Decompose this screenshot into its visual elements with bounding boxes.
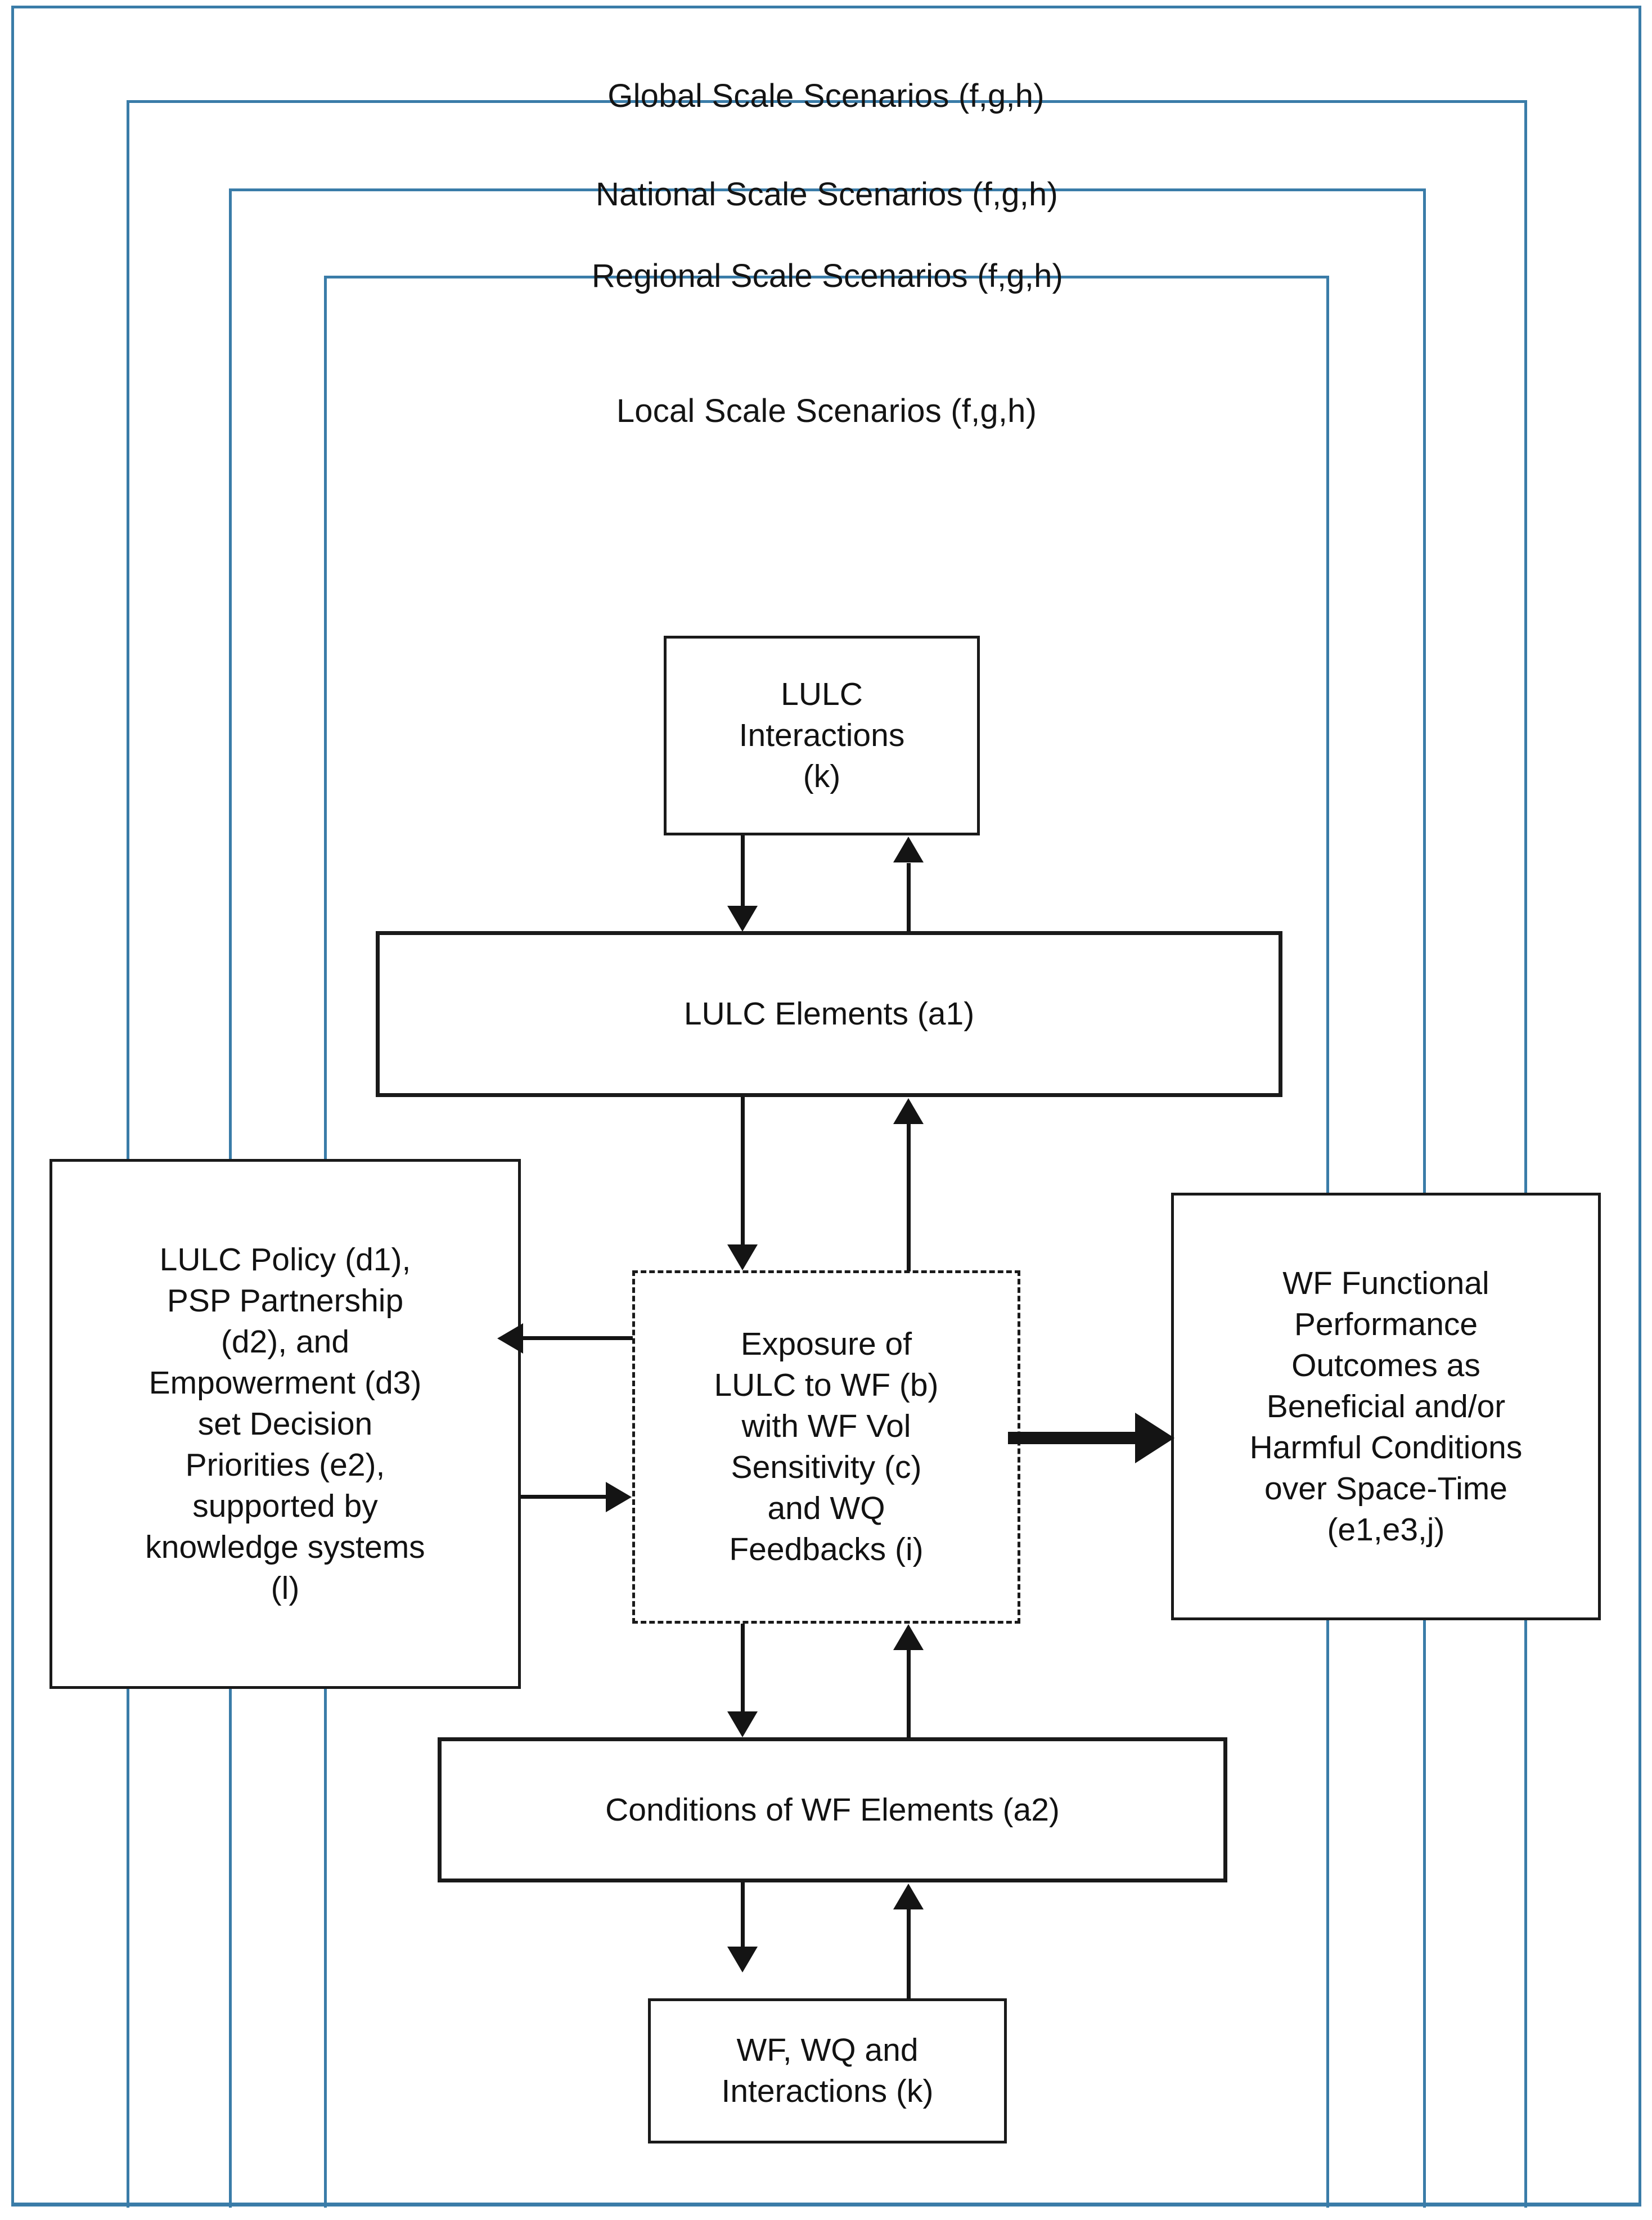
connector-elements-to-interactions-arrowhead	[893, 837, 924, 862]
box-outcomes[interactable]: WF Functional Performance Outcomes as Be…	[1171, 1193, 1601, 1620]
scale-label-regional: Regional Scale Scenarios (f,g,h)	[591, 258, 1064, 294]
policy-line-3: (d2), and	[220, 1323, 350, 1360]
box-lulc-policy[interactable]: LULC Policy (d1), PSP Partnership (d2), …	[49, 1159, 521, 1689]
policy-line-7: supported by	[192, 1488, 378, 1524]
exposure-line-2: LULC to WF (b)	[714, 1367, 939, 1403]
box-lulc-interactions-text: LULC Interactions (k)	[731, 674, 913, 797]
connector-interactions-to-elements-line	[741, 835, 745, 907]
box-wf-interactions-text: WF, WQ and Interactions (k)	[714, 2030, 942, 2112]
scale-label-global: Global Scale Scenarios (f,g,h)	[607, 78, 1045, 114]
box-lulc-elements-text: LULC Elements (a1)	[683, 996, 975, 1032]
connector-policy-to-exposure-arrowhead	[606, 1482, 632, 1512]
connector-conditions-to-wfinter-arrowhead	[727, 1947, 758, 1972]
box-outcomes-text: WF Functional Performance Outcomes as Be…	[1242, 1263, 1531, 1551]
outcomes-line-2: Performance	[1294, 1306, 1478, 1342]
outcomes-line-7: (e1,e3,j)	[1327, 1511, 1445, 1548]
connector-interactions-to-elements-arrowhead	[727, 906, 758, 932]
connector-exposure-to-elements-line	[907, 1124, 911, 1271]
policy-line-8: knowledge systems	[145, 1529, 425, 1565]
box-lulc-elements[interactable]: LULC Elements (a1)	[376, 931, 1282, 1097]
connector-elements-to-interactions-line	[907, 863, 911, 932]
connector-wfinter-to-conditions-line	[907, 1909, 911, 1999]
connector-exposure-to-elements-arrowhead	[893, 1098, 924, 1124]
exposure-line-5: and WQ	[767, 1490, 885, 1526]
wf-interactions-line-1: WF, WQ and	[736, 2032, 919, 2068]
outcomes-line-5: Harmful Conditions	[1249, 1429, 1523, 1466]
connector-conditions-to-exposure-line	[907, 1650, 911, 1738]
connector-conditions-to-wfinter-line	[741, 1882, 745, 1948]
connector-wfinter-to-conditions-arrowhead	[893, 1884, 924, 1909]
policy-line-4: Empowerment (d3)	[148, 1364, 422, 1401]
lulc-interactions-line-3: (k)	[803, 758, 841, 794]
policy-line-5: set Decision	[197, 1405, 373, 1442]
box-wf-conditions[interactable]: Conditions of WF Elements (a2)	[438, 1737, 1227, 1882]
wf-interactions-line-2: Interactions (k)	[721, 2073, 934, 2109]
connector-conditions-to-exposure-arrowhead	[893, 1624, 924, 1650]
policy-line-1: LULC Policy (d1),	[159, 1241, 411, 1278]
scale-frame-global	[11, 6, 1641, 2206]
connector-exposure-to-conditions-arrowhead	[727, 1711, 758, 1737]
scale-frame-national	[127, 100, 1527, 2208]
box-exposure[interactable]: Exposure of LULC to WF (b) with WF Vol S…	[632, 1270, 1020, 1624]
box-exposure-text: Exposure of LULC to WF (b) with WF Vol S…	[706, 1324, 946, 1570]
lulc-interactions-line-2: Interactions	[739, 717, 905, 753]
scale-label-national: National Scale Scenarios (f,g,h)	[595, 176, 1059, 213]
outcomes-line-1: WF Functional	[1282, 1265, 1489, 1301]
box-wf-conditions-text: Conditions of WF Elements (a2)	[605, 1791, 1060, 1828]
box-lulc-interactions[interactable]: LULC Interactions (k)	[664, 636, 980, 835]
connector-policy-to-exposure-line	[521, 1495, 606, 1499]
exposure-line-1: Exposure of	[740, 1326, 912, 1362]
policy-line-9: (l)	[271, 1570, 300, 1606]
connector-exposure-to-outcomes-line	[1008, 1432, 1136, 1444]
connector-exposure-to-policy-line	[523, 1336, 633, 1340]
exposure-line-6: Feedbacks (i)	[729, 1531, 924, 1567]
exposure-line-3: with WF Vol	[741, 1408, 911, 1444]
outcomes-line-6: over Space-Time	[1264, 1470, 1507, 1507]
connector-exposure-to-policy-arrowhead	[497, 1323, 523, 1354]
connector-elements-to-exposure-line	[741, 1097, 745, 1244]
connector-exposure-to-conditions-line	[741, 1624, 745, 1713]
policy-line-2: PSP Partnership	[166, 1282, 404, 1319]
outcomes-line-3: Outcomes as	[1291, 1347, 1480, 1383]
connector-elements-to-exposure-arrowhead	[727, 1244, 758, 1270]
box-wf-interactions[interactable]: WF, WQ and Interactions (k)	[648, 1998, 1007, 2143]
outcomes-line-4: Beneficial and/or	[1266, 1388, 1506, 1424]
lulc-interactions-line-1: LULC	[781, 676, 863, 712]
scale-label-local: Local Scale Scenarios (f,g,h)	[616, 393, 1037, 429]
connector-exposure-to-outcomes-arrowhead	[1135, 1413, 1174, 1463]
exposure-line-4: Sensitivity (c)	[731, 1449, 922, 1485]
box-lulc-policy-text: LULC Policy (d1), PSP Partnership (d2), …	[137, 1239, 433, 1609]
policy-line-6: Priorities (e2),	[185, 1446, 385, 1483]
